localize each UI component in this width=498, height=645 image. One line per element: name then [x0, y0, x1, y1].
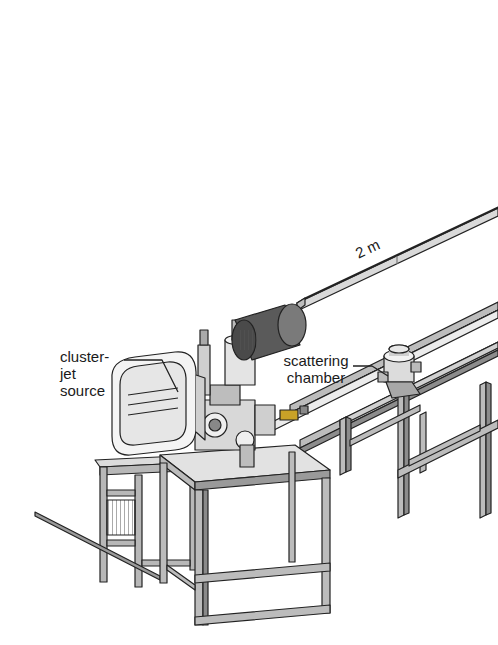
pump-housing — [112, 352, 205, 455]
valve — [280, 410, 298, 420]
motor — [232, 304, 306, 360]
part-label: scattering chamber — [279, 352, 353, 386]
leader-line — [353, 366, 388, 376]
part-label: cluster-jet source — [60, 348, 124, 399]
dimension-label: 2 m — [353, 236, 383, 262]
leader-line — [124, 360, 178, 392]
mount-strip — [35, 512, 160, 580]
rail-frame — [290, 302, 498, 518]
scattering-chamber — [378, 345, 421, 398]
source-table — [160, 445, 330, 625]
scale-bar — [297, 207, 498, 311]
valve — [300, 406, 308, 414]
